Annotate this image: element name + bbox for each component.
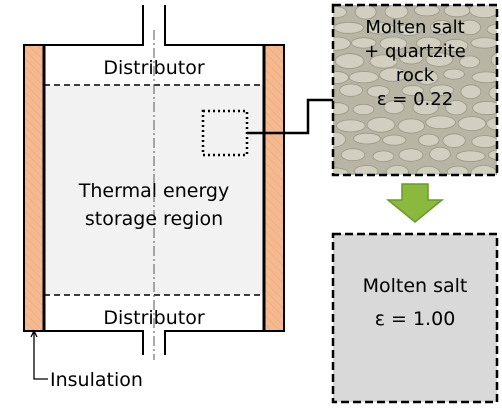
pebble xyxy=(419,134,439,146)
insulation-label: Insulation xyxy=(50,368,143,392)
pebble xyxy=(367,118,395,133)
pebble xyxy=(336,120,365,132)
pebble xyxy=(414,5,439,16)
pebble xyxy=(456,151,485,162)
bottom-distributor-label: Distributor xyxy=(44,306,264,330)
rock-line-1: Molten salt xyxy=(340,16,490,40)
insulation-right xyxy=(264,45,284,331)
insulation-left xyxy=(24,45,44,331)
rock-line-2: + quartzite xyxy=(340,40,490,64)
pebble xyxy=(471,166,497,181)
pebble xyxy=(444,4,470,16)
pebble xyxy=(443,134,465,148)
rock-box-label: Molten salt + quartzite rock ε = 0.22 xyxy=(340,16,490,112)
salt-line-2: ε = 1.00 xyxy=(335,303,495,336)
pebble xyxy=(399,149,423,162)
region-line-2: storage region xyxy=(49,206,259,234)
rock-line-3: rock xyxy=(340,64,490,88)
storage-region-label: Thermal energy storage region xyxy=(49,178,259,233)
region-line-1: Thermal energy xyxy=(49,178,259,206)
rock-line-4: ε = 0.22 xyxy=(340,88,490,112)
pebble xyxy=(426,116,456,129)
pebble xyxy=(398,119,424,133)
pebble xyxy=(373,151,394,162)
pebble xyxy=(386,165,408,178)
pebble xyxy=(320,168,349,178)
pebble xyxy=(472,136,498,148)
down-arrow xyxy=(388,184,442,222)
pebble xyxy=(383,135,406,145)
pebble xyxy=(458,117,486,131)
top-distributor-label: Distributor xyxy=(44,56,264,80)
insulation-pointer xyxy=(31,331,48,379)
pebble xyxy=(341,149,364,161)
salt-line-1: Molten salt xyxy=(335,270,495,303)
pebble xyxy=(354,133,381,144)
pebble xyxy=(430,147,451,161)
salt-box-label: Molten salt ε = 1.00 xyxy=(335,270,495,337)
